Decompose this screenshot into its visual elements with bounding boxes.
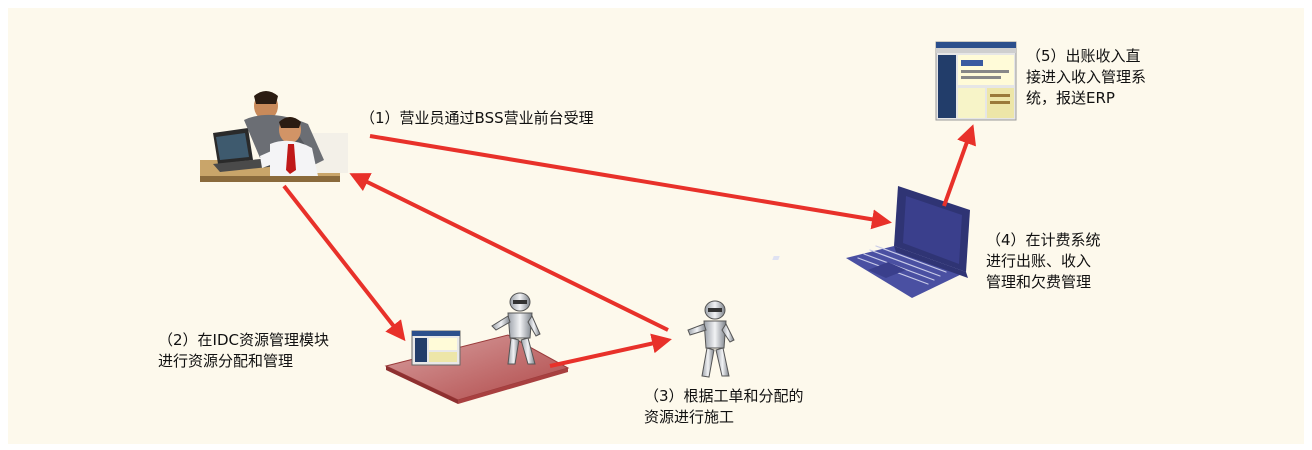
laptop-icon bbox=[772, 186, 970, 298]
construction-robot-icon bbox=[687, 300, 735, 378]
business-people-icon bbox=[200, 91, 348, 182]
step5-label: （5）出账收入直 接进入收入管理系 统，报送ERP bbox=[1026, 47, 1147, 107]
step3-label: （3）根据工单和分配的 资源进行施工 bbox=[644, 387, 804, 426]
step4-label: （4）在计费系统 进行出账、收入 管理和欠费管理 bbox=[986, 231, 1101, 291]
arrow-step5 bbox=[942, 124, 977, 207]
arrow-construction bbox=[549, 333, 672, 368]
diagram-canvas: （1）营业员通过BSS营业前台受理 （2）在IDC资源管理模块 进行资源分配和管… bbox=[8, 8, 1304, 444]
web-page-icon bbox=[935, 41, 1017, 121]
arrow-step2 bbox=[282, 184, 406, 342]
flow-arrows bbox=[282, 124, 977, 368]
idc-platform-icon bbox=[384, 292, 570, 404]
diagram-scene bbox=[200, 41, 1017, 404]
step2-label: （2）在IDC资源管理模块 进行资源分配和管理 bbox=[158, 331, 329, 370]
arrow-step3-report bbox=[349, 173, 669, 332]
arrow-step1 bbox=[369, 134, 892, 230]
step1-label: （1）营业员通过BSS营业前台受理 bbox=[360, 109, 594, 127]
